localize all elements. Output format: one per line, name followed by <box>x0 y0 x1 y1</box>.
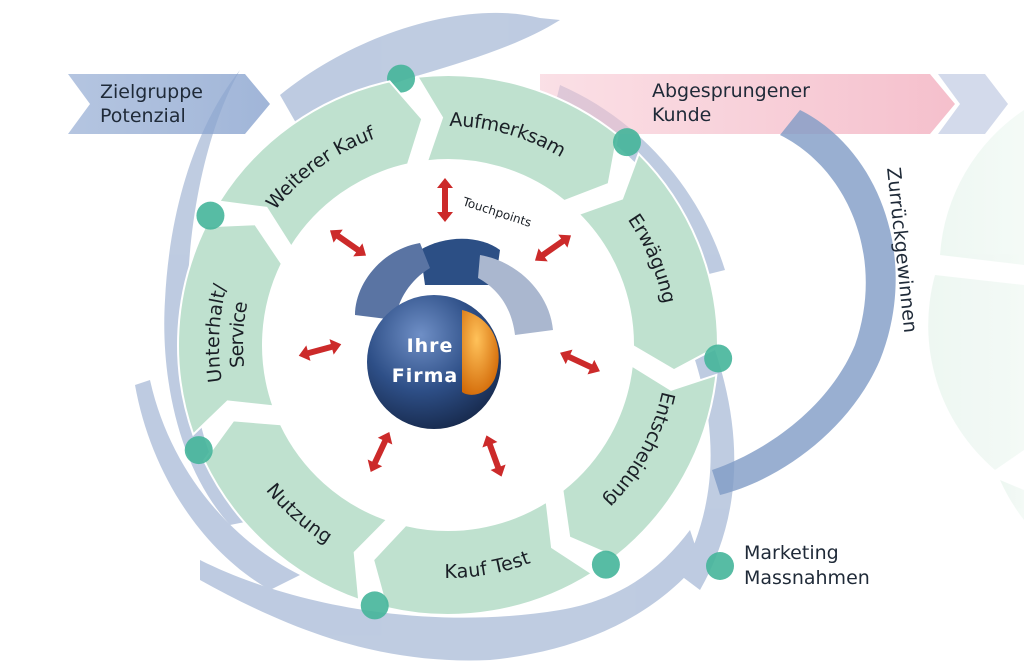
left-band-line1: Zielgruppe <box>100 81 203 103</box>
marketing-node-entscheidung <box>704 344 733 373</box>
segment-kauf-test <box>372 499 594 616</box>
segment-aufmerksam <box>415 74 619 203</box>
background-cycle-right <box>928 110 1024 520</box>
touchpoints-label: Touchpoints <box>460 194 533 230</box>
segment-unterhalt <box>177 223 283 437</box>
marketing-node-kauf-test <box>591 550 620 579</box>
legend: Marketing Massnahmen <box>706 542 870 589</box>
segment-nutzung <box>202 419 389 602</box>
segment-erwaegung <box>576 152 719 372</box>
marketing-node-nutzung <box>360 591 389 620</box>
touchpoint-arrow-4 <box>298 339 342 361</box>
legend-line1: Marketing <box>744 542 839 564</box>
segment-text-unterhalt-2: Service <box>226 300 252 369</box>
segment-entscheidung <box>561 363 718 559</box>
right-band: Abgesprungener Kunde <box>540 74 1008 134</box>
sphere-core <box>462 310 499 395</box>
touchpoint-arrow-2 <box>329 229 367 257</box>
swoosh-bottom <box>200 530 700 661</box>
marketing-node-erwaegung <box>612 128 641 157</box>
marketing-node-unterhalt <box>184 436 213 465</box>
legend-node <box>706 552 734 580</box>
touchpoint-arrow-6 <box>367 432 393 472</box>
core-line2: Firma <box>392 365 458 387</box>
left-band-line2: Potenzial <box>100 105 186 127</box>
segment-weiterer-kauf <box>217 80 424 249</box>
marketing-node-weiterer-kauf <box>196 201 225 230</box>
touchpoint-arrow-7 <box>482 435 506 477</box>
left-band: Zielgruppe Potenzial <box>68 74 270 134</box>
touchpoint-arrow-5 <box>560 349 600 375</box>
touchpoint-arrows <box>298 178 600 477</box>
company-sphere: Ihre Firma <box>355 238 553 429</box>
sphere-right-shell <box>478 255 553 335</box>
segment-label-unterhalt-2: Service <box>226 300 252 369</box>
core-line1: Ihre <box>407 335 454 357</box>
sphere-left-shell <box>355 243 430 320</box>
right-band-line2: Kunde <box>652 104 711 126</box>
legend-line2: Massnahmen <box>744 567 870 589</box>
touchpoint-arrow-3 <box>534 234 572 262</box>
swoosh-lower-left <box>135 380 300 590</box>
swoosh-right-lower <box>680 350 735 590</box>
right-band-line1: Abgesprungener <box>652 80 810 102</box>
touchpoint-arrow-1 <box>437 178 453 222</box>
return-arrow: Zurrückgewinnen <box>712 110 921 495</box>
